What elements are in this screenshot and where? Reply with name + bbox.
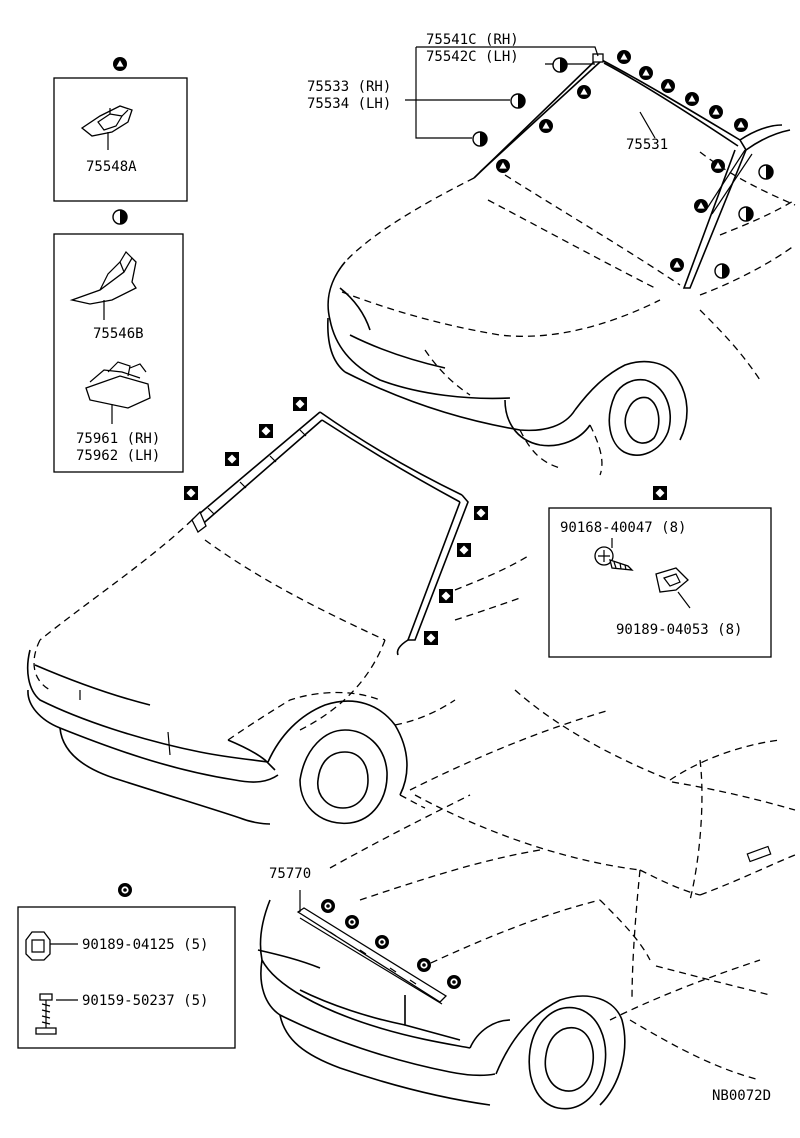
diamond-in-square-icon (474, 506, 488, 520)
middle-car-illustration (26, 411, 531, 825)
triangle-in-circle-icon (113, 57, 127, 71)
inset-fasteners-dot: 90189-04125 (5) 90159-50237 (5) (17, 883, 236, 1049)
label-75548a: 75548A (86, 159, 137, 175)
half-filled-circle-icon (112, 209, 128, 225)
half-filled-circle-icon (738, 206, 754, 222)
label-75534: 75534 (LH) (307, 96, 391, 112)
diamond-in-square-icon (457, 543, 471, 557)
label-75546b: 75546B (93, 326, 144, 342)
triangle-in-circle-icon (734, 118, 748, 132)
inset-75548a: 75548A (53, 57, 188, 202)
half-filled-circle-icon (552, 57, 568, 73)
dot-in-circle-icon (447, 975, 461, 989)
dot-in-circle-icon (118, 883, 132, 897)
diamond-in-square-icon (293, 397, 307, 411)
label-75533: 75533 (RH) (307, 79, 391, 95)
label-90189-04125: 90189-04125 (5) (82, 937, 208, 953)
dot-in-circle-icon (321, 899, 335, 913)
triangle-in-circle-icon (709, 105, 723, 119)
dot-in-circle-icon (345, 915, 359, 929)
diamond-in-square-icon (225, 452, 239, 466)
inset-fasteners-diamond: 90168-40047 (8) 90189-04053 (8) (548, 486, 772, 658)
diamond-in-square-icon (259, 424, 273, 438)
half-filled-circle-icon (714, 263, 730, 279)
inset-75546b: 75546B 75961 (RH) 75962 (LH) (53, 209, 184, 473)
label-90189-04053: 90189-04053 (8) (616, 622, 742, 638)
diamond-in-square-icon (439, 589, 453, 603)
triangle-in-circle-icon (711, 159, 725, 173)
triangle-in-circle-icon (694, 199, 708, 213)
triangle-in-circle-icon (639, 66, 653, 80)
label-75962: 75962 (LH) (76, 448, 160, 464)
half-filled-circle-icon (472, 131, 488, 147)
triangle-in-circle-icon (496, 159, 510, 173)
label-90168-40047: 90168-40047 (8) (560, 520, 686, 536)
label-75961: 75961 (RH) (76, 431, 160, 447)
label-75531: 75531 (626, 137, 668, 153)
triangle-in-circle-icon (670, 258, 684, 272)
triangle-in-circle-icon (577, 85, 591, 99)
label-75541c: 75541C (RH) (426, 32, 519, 48)
half-filled-circle-icon (510, 93, 526, 109)
triangle-in-circle-icon (617, 50, 631, 64)
diamond-in-square-icon (653, 486, 667, 500)
diamond-in-square-icon (424, 631, 438, 645)
top-car-illustration (327, 53, 796, 476)
diamond-in-square-icon (184, 486, 198, 500)
dot-in-circle-icon (375, 935, 389, 949)
bottom-car-illustration (257, 689, 796, 1110)
triangle-in-circle-icon (685, 92, 699, 106)
half-filled-circle-icon (758, 164, 774, 180)
dot-in-circle-icon (417, 958, 431, 972)
label-75770: 75770 (269, 866, 311, 882)
triangle-in-circle-icon (539, 119, 553, 133)
diamond-icon-group (184, 397, 488, 645)
label-75542c: 75542C (LH) (426, 49, 519, 65)
diagram-code: NB0072D (712, 1088, 771, 1104)
label-90159-50237: 90159-50237 (5) (82, 993, 208, 1009)
triangle-in-circle-icon (661, 79, 675, 93)
